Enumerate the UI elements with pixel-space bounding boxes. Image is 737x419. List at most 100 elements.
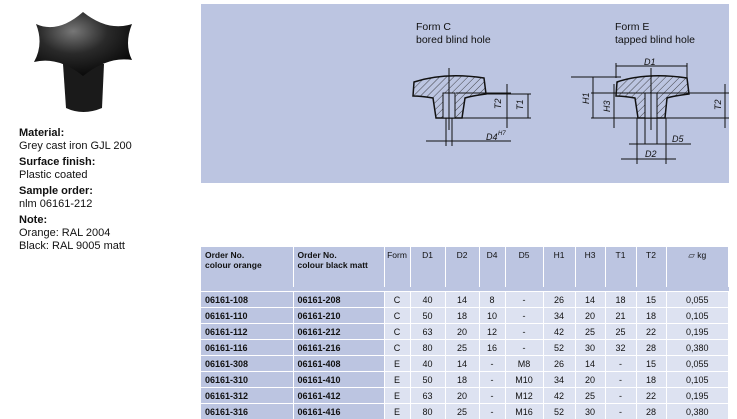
column-header: D4 [479, 247, 505, 287]
table-cell: C [384, 340, 410, 356]
table-cell: E [384, 356, 410, 372]
column-header: D1 [410, 247, 445, 287]
table-cell: - [505, 292, 543, 308]
table-cell: 42 [543, 324, 575, 340]
table-cell: 18 [636, 372, 666, 388]
table-cell: 06161-116 [201, 340, 293, 356]
table-cell: 0,380 [666, 340, 729, 356]
table-cell: 18 [636, 308, 666, 324]
surface-finish-value: Plastic coated [19, 169, 132, 182]
table-cell: 34 [543, 372, 575, 388]
table-cell: 20 [445, 324, 479, 340]
table-cell: C [384, 308, 410, 324]
table-cell: 32 [605, 340, 636, 356]
column-header: T2 [636, 247, 666, 287]
sample-order-value: nlm 06161-212 [19, 198, 132, 211]
table-cell: 42 [543, 388, 575, 404]
dim-h7: H7 [498, 131, 506, 137]
material-value: Grey cast iron GJL 200 [19, 140, 132, 153]
table-cell: 12 [479, 324, 505, 340]
table-cell: 0,195 [666, 388, 729, 404]
table-cell: C [384, 292, 410, 308]
table-cell: E [384, 372, 410, 388]
dim-d2: D2 [645, 149, 657, 159]
table-cell: 40 [410, 356, 445, 372]
table-cell: 06161-210 [293, 308, 384, 324]
table-cell: 40 [410, 292, 445, 308]
column-header: Form [384, 247, 410, 287]
table-cell: 52 [543, 340, 575, 356]
table-cell: 0,055 [666, 356, 729, 372]
table-cell: 16 [479, 340, 505, 356]
table-cell: C [384, 324, 410, 340]
table-cell: 15 [636, 356, 666, 372]
table-cell: - [479, 388, 505, 404]
table-cell: 0,105 [666, 372, 729, 388]
star-grip-knob-image [28, 4, 138, 116]
table-cell: 26 [543, 356, 575, 372]
table-cell: 21 [605, 308, 636, 324]
table-cell: 06161-408 [293, 356, 384, 372]
table-cell: 06161-308 [201, 356, 293, 372]
table-cell: 06161-310 [201, 372, 293, 388]
table-cell: 0,105 [666, 308, 729, 324]
column-header: D2 [445, 247, 479, 287]
table-cell: - [479, 372, 505, 388]
column-header: Order No.colour black matt [293, 247, 384, 287]
table-cell: 14 [445, 292, 479, 308]
surface-finish-label: Surface finish: [19, 156, 132, 169]
dim-d1: D1 [644, 57, 656, 67]
table-cell: 25 [575, 324, 605, 340]
dim-h1: H1 [581, 92, 591, 104]
table-cell: 06161-410 [293, 372, 384, 388]
table-cell: - [505, 324, 543, 340]
table-cell: 06161-312 [201, 388, 293, 404]
table-cell: 50 [410, 372, 445, 388]
dim-h3: H3 [602, 100, 612, 112]
table-cell: 8 [479, 292, 505, 308]
drawing-panel: Form C bored blind hole Form E tapped bl… [201, 4, 729, 183]
table-cell: 0,195 [666, 324, 729, 340]
column-header: H3 [575, 247, 605, 287]
table-cell: 22 [636, 324, 666, 340]
table-cell: - [479, 356, 505, 372]
table-cell: - [605, 356, 636, 372]
table-cell: 06161-110 [201, 308, 293, 324]
column-header: T1 [605, 247, 636, 287]
table-cell: 50 [410, 308, 445, 324]
table-cell: 63 [410, 388, 445, 404]
table-cell: 14 [445, 356, 479, 372]
column-header: Order No.colour orange [201, 247, 293, 287]
table-cell: 06161-208 [293, 292, 384, 308]
table-cell: 18 [445, 372, 479, 388]
table-cell: 25 [605, 324, 636, 340]
table-cell: 14 [575, 292, 605, 308]
table-cell: 20 [575, 372, 605, 388]
table-cell: 18 [605, 292, 636, 308]
material-label: Material: [19, 127, 132, 140]
table-cell: M8 [505, 356, 543, 372]
table-cell: 0,055 [666, 292, 729, 308]
table-cell: 63 [410, 324, 445, 340]
weight-icon: ▱ [688, 250, 695, 260]
table-cell: 15 [636, 292, 666, 308]
table-cell: - [505, 308, 543, 324]
table-cell: M10 [505, 372, 543, 388]
column-header: ▱ kg [666, 247, 729, 287]
table-cell: 34 [543, 308, 575, 324]
table-cell: - [605, 372, 636, 388]
table-cell: 06161-108 [201, 292, 293, 308]
note-orange: Orange: RAL 2004 [19, 227, 132, 240]
product-info: Material: Grey cast iron GJL 200 Surface… [19, 127, 132, 253]
table-cell: 20 [575, 308, 605, 324]
table-cell: 25 [575, 388, 605, 404]
dim-t2-e: T2 [713, 99, 723, 110]
column-header: D5 [505, 247, 543, 287]
table-cell: 20 [445, 388, 479, 404]
